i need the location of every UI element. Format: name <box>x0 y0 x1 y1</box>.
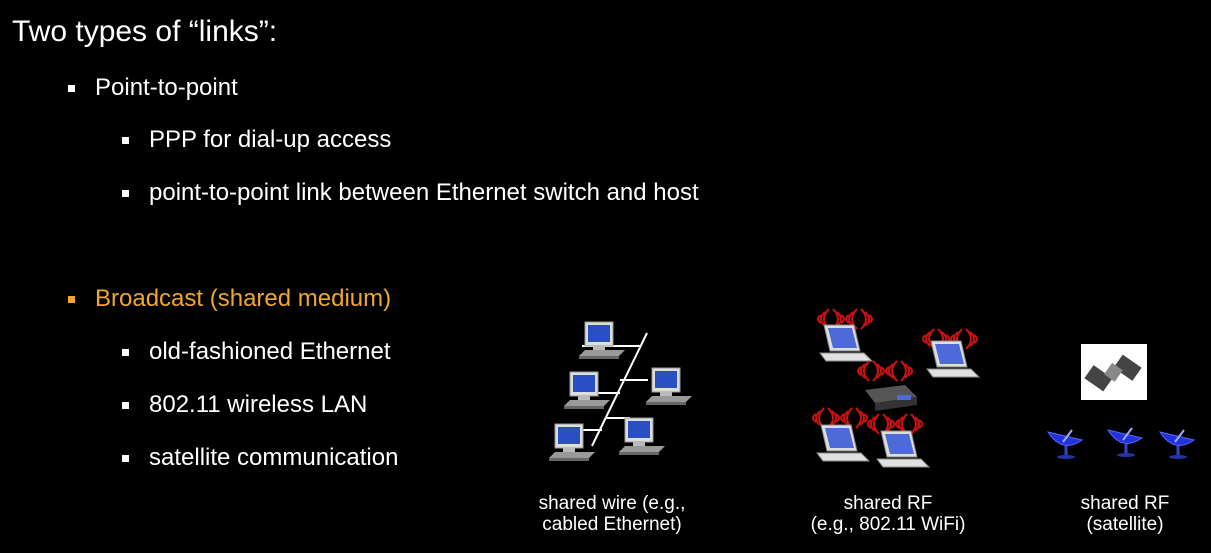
wireless-router-icon <box>865 385 917 411</box>
satellite-dish-icon <box>1106 426 1144 459</box>
caption-line: (satellite) <box>1086 514 1164 535</box>
radio-wave-icon <box>885 360 913 382</box>
bullet-marker <box>122 401 129 409</box>
bullet-ethernet-switch: point-to-point link between Ethernet swi… <box>122 178 699 208</box>
laptop-icon <box>876 430 930 468</box>
bullet-marker <box>122 136 129 144</box>
shared-rf-wifi-diagram <box>812 308 980 468</box>
radio-wave-icon <box>857 360 885 382</box>
laptop-icon <box>926 340 980 378</box>
bullet-point-to-point: Point-to-point <box>68 73 238 103</box>
bullet-old-ethernet: old-fashioned Ethernet <box>122 337 391 367</box>
bullet-text: old-fashioned Ethernet <box>149 338 391 365</box>
bullet-text: 802.11 wireless LAN <box>149 391 368 418</box>
caption-line: (e.g., 802.11 WiFi) <box>810 514 966 535</box>
shared-wire-diagram <box>548 321 693 462</box>
bullet-satellite: satellite communication <box>122 443 398 473</box>
bullet-wireless-lan: 802.11 wireless LAN <box>122 390 367 420</box>
caption-line: shared wire (e.g., <box>538 493 686 514</box>
shared-rf-satellite-caption: shared RF (satellite) <box>1060 493 1190 535</box>
bullet-marker <box>68 295 75 303</box>
shared-rf-satellite-diagram <box>1046 344 1196 461</box>
laptop-icon <box>819 324 873 362</box>
caption-line: shared RF <box>843 493 933 514</box>
satellite-dish-icon <box>1158 428 1196 461</box>
bullet-text: satellite communication <box>149 444 399 471</box>
bullet-marker <box>68 84 75 92</box>
computer-icon <box>578 321 626 360</box>
shared-rf-wifi-caption: shared RF (e.g., 802.11 WiFi) <box>793 493 983 535</box>
computer-icon <box>618 417 666 456</box>
bullet-broadcast: Broadcast (shared medium) <box>68 284 391 314</box>
bullet-ppp: PPP for dial-up access <box>122 125 391 155</box>
caption-line: shared RF <box>1080 493 1170 514</box>
satellite-dish-icon <box>1046 428 1084 461</box>
slide-title: Two types of “links”: <box>12 15 278 48</box>
bullet-text: Broadcast (shared medium) <box>95 285 392 312</box>
caption-line: cabled Ethernet) <box>542 514 682 535</box>
bullet-text: PPP for dial-up access <box>149 126 392 153</box>
bullet-marker <box>122 348 129 356</box>
computer-icon <box>645 367 693 406</box>
computer-icon <box>563 371 611 410</box>
bullet-marker <box>122 454 129 462</box>
bullet-text: Point-to-point <box>95 74 238 101</box>
bullet-marker <box>122 189 129 197</box>
laptop-icon <box>816 424 870 462</box>
bullet-text: point-to-point link between Ethernet swi… <box>149 179 699 206</box>
shared-wire-caption: shared wire (e.g., cabled Ethernet) <box>527 493 697 535</box>
satellite-icon <box>1081 344 1147 400</box>
